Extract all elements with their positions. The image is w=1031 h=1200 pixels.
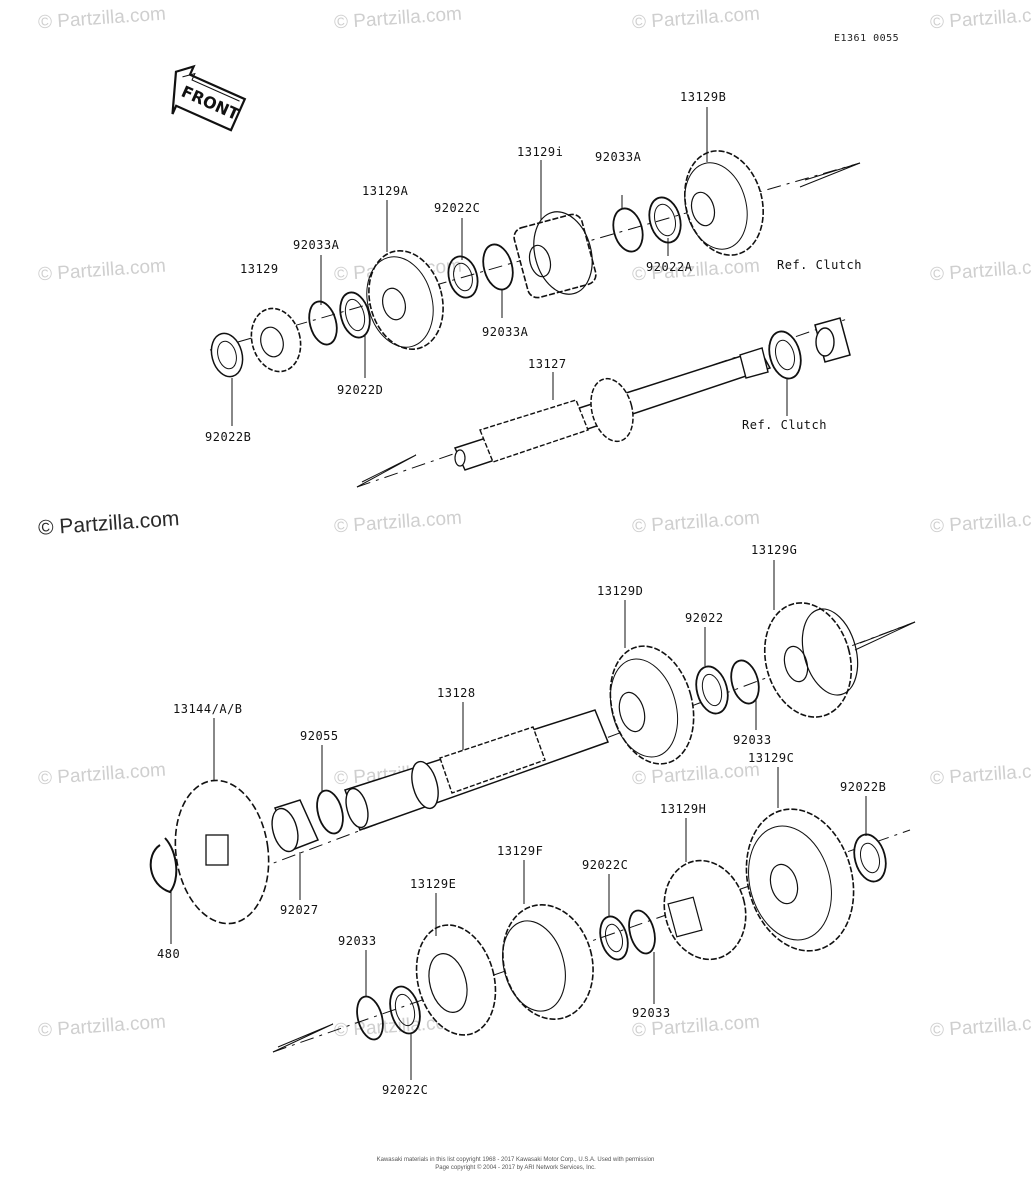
- washer-92022C-top: [447, 255, 479, 299]
- washer-92022B: [210, 332, 244, 378]
- gear-13129A: [366, 250, 444, 350]
- part-label: 92022B: [205, 430, 252, 444]
- gear-13129D: [609, 645, 695, 765]
- washer-92022D: [339, 291, 371, 339]
- sprocket-13144: [174, 779, 270, 925]
- gear-13129B: [684, 150, 764, 256]
- circlip-480: [149, 837, 178, 894]
- washer-92022C-mid: [599, 915, 629, 961]
- part-label: 13144/A/B: [173, 702, 243, 716]
- gear-13129: [250, 307, 302, 373]
- part-label: 13129A: [362, 184, 409, 198]
- part-label: 92033A: [482, 325, 529, 339]
- ring-92055: [316, 789, 344, 835]
- copyright-line: Kawasaki materials in this list copyrigh…: [376, 1157, 655, 1163]
- part-label: 13129G: [751, 543, 798, 557]
- gear-13129C: [745, 808, 855, 952]
- part-label: 13129H: [660, 802, 707, 816]
- part-label: 13129: [240, 262, 279, 276]
- washer-92022C-bottom: [389, 985, 421, 1035]
- shaft-13127: [453, 347, 772, 471]
- part-label: 13129B: [680, 90, 727, 104]
- leader-lines: [170, 107, 867, 1080]
- part-label: 92022: [685, 611, 724, 625]
- copyright-line: Page copyright © 2004 - 2017 by ARI Netw…: [435, 1165, 596, 1171]
- collar-92027: [271, 799, 320, 853]
- circlip-92033-mid: [730, 659, 760, 705]
- bearing-clutch-end: [814, 317, 851, 363]
- washer-92022A: [648, 196, 682, 244]
- part-label: 92055: [300, 729, 339, 743]
- gear-13129i: [513, 211, 597, 299]
- part-label: 92027: [280, 903, 319, 917]
- part-label: 13129D: [597, 584, 644, 598]
- circlip-92033-bottom: [356, 995, 384, 1041]
- part-label: 13128: [437, 686, 476, 700]
- part-label: 92022A: [646, 260, 693, 274]
- part-label: 92033: [733, 733, 772, 747]
- diagram-code: E1361 0055: [834, 33, 900, 44]
- part-label: 92022C: [434, 201, 481, 215]
- gear-13129F: [502, 904, 594, 1020]
- part-label: 92022C: [382, 1083, 429, 1097]
- shaft-13128: [344, 709, 609, 831]
- part-label: 480: [157, 947, 181, 961]
- circlip-92033A-left: [308, 300, 338, 346]
- circlip-92033A-mid: [482, 243, 514, 291]
- part-label: 92022D: [337, 383, 384, 397]
- ref-clutch-label: Ref. Clutch: [742, 418, 827, 432]
- ref-clutch-label: Ref. Clutch: [777, 258, 862, 272]
- washer-92022: [695, 665, 729, 715]
- gear-13129G: [763, 602, 859, 718]
- washer-shaft-end: [768, 330, 802, 380]
- part-label: 13129C: [748, 751, 795, 765]
- gear-13129H: [663, 859, 747, 961]
- part-label: 92022C: [582, 858, 629, 872]
- part-label: 92033: [338, 934, 377, 948]
- part-label: 13129i: [517, 145, 564, 159]
- part-label: 92033A: [595, 150, 642, 164]
- part-label: 13129F: [497, 844, 544, 858]
- gear-13129E: [415, 924, 497, 1036]
- circlip-92033-low: [628, 909, 656, 955]
- circlip-92033A-top: [612, 207, 644, 253]
- part-label: 92033A: [293, 238, 340, 252]
- part-label: 13129E: [410, 877, 457, 891]
- front-arrow-icon: FRONT: [171, 64, 247, 132]
- part-label: 92033: [632, 1006, 671, 1020]
- washer-92022B-right: [853, 833, 887, 883]
- part-label: 13127: [528, 357, 567, 371]
- part-label: 92022B: [840, 780, 887, 794]
